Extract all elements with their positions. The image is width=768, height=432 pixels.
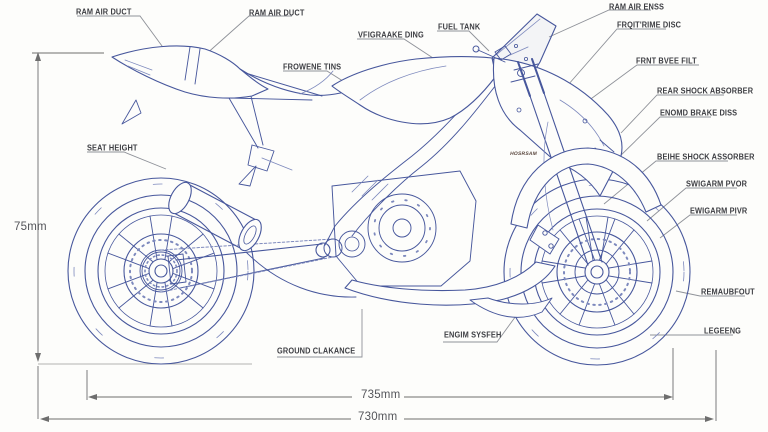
leader-lines [77, 9, 745, 358]
callout-legeeng: LEGEENG [704, 326, 742, 336]
callout-beihe-shock-assorber: BEIHE SHOCK ASSORBER [657, 152, 755, 162]
leader-ram-air-enss [548, 9, 651, 38]
front-brake-disc [556, 231, 638, 313]
leader-ram-air-duct-mid [203, 15, 292, 57]
swingarm [167, 242, 331, 289]
leader-fuel-tank [437, 30, 490, 52]
callout-ram-air-duct-mid: RAM AIR DUCT [249, 8, 305, 18]
engine [331, 170, 477, 287]
rear-wheel [67, 177, 255, 365]
leader-frnt-bvee-filt [583, 64, 699, 105]
dimension-overall-upper: 735mm [361, 389, 401, 401]
leader-ram-air-duct-left [77, 15, 174, 62]
leader-ewigarm-pivr [659, 214, 737, 239]
leader-remaubfout [675, 290, 745, 297]
leader-beihe-shock-assorber [603, 160, 728, 205]
rear-sprocket [141, 251, 181, 291]
leader-enomd-brake-diss [615, 116, 711, 161]
leader-ground-clakance [277, 309, 363, 358]
leader-swigarm-pvor [646, 187, 737, 222]
callout-ground-clakance: GROUND CLAKANCE [277, 346, 356, 356]
belly-pan [344, 261, 556, 318]
callout-swigarm-pvor: SWIGARM PVOR [686, 179, 748, 189]
dimension-seat-height: 75mm [14, 221, 47, 233]
callout-frowene-tins: FROWENE TINS [283, 62, 342, 72]
callout-ram-air-enss: RAM AIR ENSS [609, 2, 665, 12]
fuel-tank-shape [331, 56, 497, 125]
leader-rear-shock-absorber [620, 94, 724, 134]
callout-vfigraake-ding: VFIGRAAKE DING [358, 30, 424, 40]
footpeg-bracket [238, 144, 293, 187]
leader-vfigraake-ding [357, 38, 434, 59]
front-fork [510, 58, 603, 266]
front-fender [510, 147, 662, 229]
front-brake-caliper [529, 224, 560, 255]
leader-frqit-rime-disc [560, 28, 666, 94]
callout-ewigarm-pivr: EWIGARM PIVR [690, 206, 748, 216]
callout-enomd-brake-diss: ENOMD BRAKE DISS [660, 108, 738, 118]
callout-ram-air-duct-left: RAM AIR DUCT [76, 7, 132, 17]
callout-engim-sysfeh: ENGIM SYSFEH [444, 330, 502, 340]
callout-frnt-bvee-filt: FRNT BVEE FILT [636, 56, 697, 66]
callout-fuel-tank: FUEL TANK [438, 22, 481, 32]
front-spokes [541, 216, 653, 326]
dim-arrowheads [35, 52, 714, 422]
leader-seat-height [87, 151, 167, 170]
handlebar-controls [472, 45, 529, 63]
callout-seat-height: SEAT HEIGHT [87, 143, 138, 153]
exhaust-muffler [168, 181, 357, 298]
tail-section [111, 45, 269, 125]
dimension-lines [32, 52, 717, 422]
callout-rear-shock-absorber: REAR SHOCK ABSORBER [657, 86, 754, 96]
leader-engim-sysfeh [443, 308, 522, 343]
rear-spokes [107, 215, 215, 327]
fairing-brand-mark: HOSRSAM [509, 151, 538, 157]
callout-remaubfout: REMAUBFOUT [701, 287, 755, 297]
callout-frqit-rime-disc: FRQIT'RIME DISC [617, 20, 682, 30]
dimension-overall-lower: 730mm [358, 411, 398, 423]
